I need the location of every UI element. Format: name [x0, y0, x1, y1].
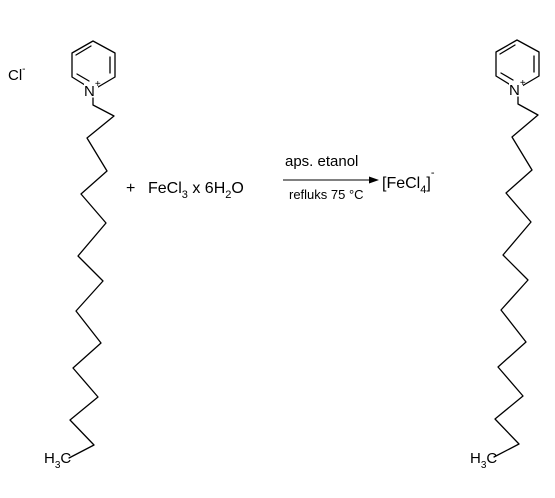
reactant-ring-double-bond: [76, 73, 90, 82]
product-pyridinium-ring: [495, 39, 540, 90]
reactant-cation: N+ H3C: [44, 40, 116, 471]
condition-solvent: aps. etanol: [285, 153, 358, 170]
product-n-label-bg: [509, 81, 523, 97]
reactant-pyridinium-ring: [71, 40, 116, 91]
plus-sign: +: [126, 180, 135, 197]
product-ring-double-bond: [500, 72, 514, 81]
product-cation: N+ H3C: [470, 39, 540, 471]
product-anion: [FeCl4]-: [382, 167, 435, 196]
product-alkyl-chain: [493, 96, 539, 458]
chloride-counter-ion: Cl-: [8, 64, 26, 84]
product-ring-double-bond: [499, 44, 516, 55]
condition-temperature: refluks 75 °C: [289, 187, 364, 202]
reactant-alkyl-chain: [68, 97, 115, 459]
reagent-formula: FeCl3 x 6H2O: [148, 180, 244, 201]
product-nitrogen-label: N+: [509, 78, 526, 99]
reaction-arrowhead: [369, 176, 379, 184]
reactant-nitrogen-label: N+: [84, 79, 101, 100]
reactant-ring-double-bond: [75, 45, 92, 56]
reactant-methyl-label: H3C: [44, 450, 71, 471]
reactant-n-label-bg: [84, 82, 98, 98]
product-methyl-label: H3C: [470, 450, 497, 471]
